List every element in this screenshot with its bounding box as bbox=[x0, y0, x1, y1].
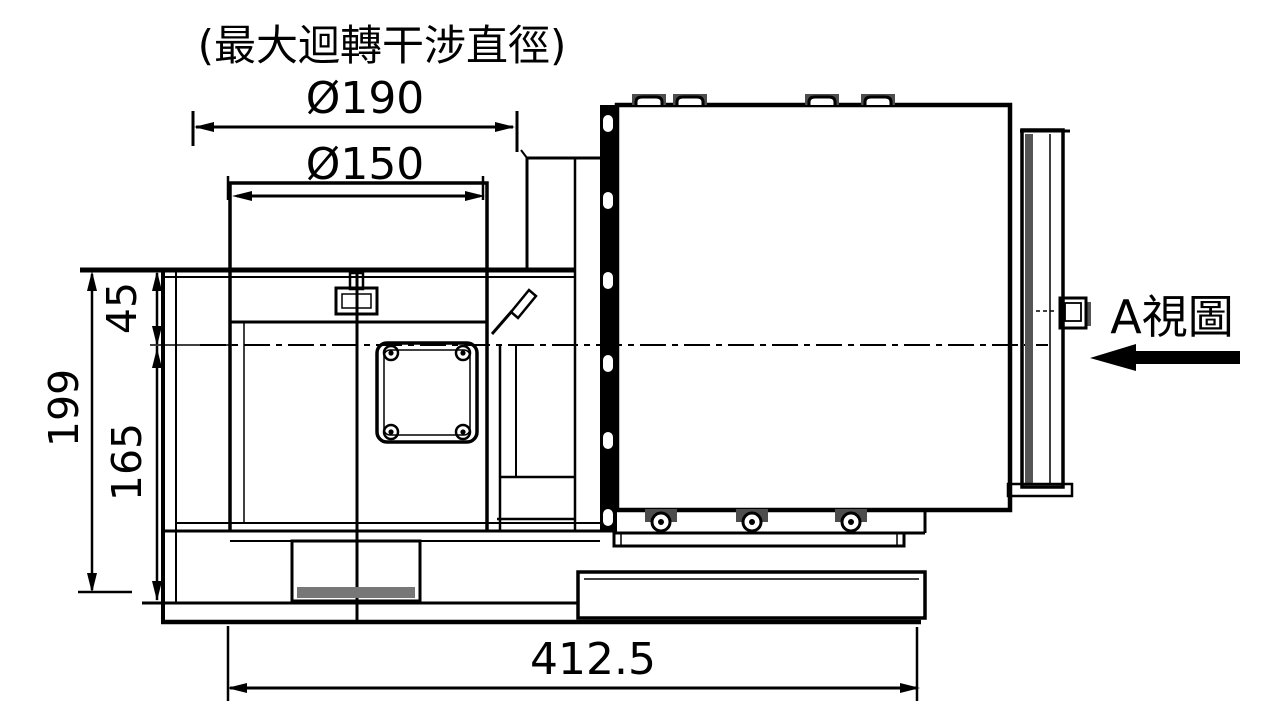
bolt-flange bbox=[375, 341, 479, 444]
dim-text-165: 165 bbox=[103, 423, 151, 501]
clamp-lever-slot bbox=[509, 288, 538, 320]
end-cap bbox=[1006, 128, 1091, 498]
dim-text-199: 199 bbox=[40, 369, 88, 447]
adapter-column bbox=[490, 149, 600, 530]
flange-bar bbox=[600, 105, 617, 532]
dim-line-199 bbox=[78, 271, 132, 594]
dim-line-dia190 bbox=[191, 111, 519, 152]
motor-body bbox=[576, 94, 1013, 620]
top-cover-screws bbox=[632, 94, 895, 105]
center-plug bbox=[1058, 296, 1091, 330]
mounting-foot bbox=[290, 539, 422, 603]
rotary-table-housing bbox=[80, 181, 921, 625]
dim-line-165 bbox=[152, 346, 162, 601]
faceplate bbox=[228, 181, 489, 530]
motor-base-plate bbox=[576, 510, 927, 620]
note-max-swing-diameter: (最大迴轉干涉直徑) bbox=[198, 21, 567, 70]
bottom-rail bbox=[612, 509, 906, 548]
flange-bar-notches bbox=[603, 115, 613, 526]
dim-line-dia150 bbox=[226, 176, 485, 201]
center-fitting bbox=[334, 271, 379, 316]
view-a-label: A視圖 bbox=[1110, 290, 1233, 344]
dim-text-412-5: 412.5 bbox=[530, 634, 656, 685]
dim-line-412-5 bbox=[226, 626, 920, 701]
dim-text-45: 45 bbox=[98, 282, 146, 334]
housing-base bbox=[142, 522, 921, 625]
view-a-arrow-icon bbox=[1036, 310, 1240, 371]
dim-text-dia190: Ø190 bbox=[306, 73, 425, 124]
